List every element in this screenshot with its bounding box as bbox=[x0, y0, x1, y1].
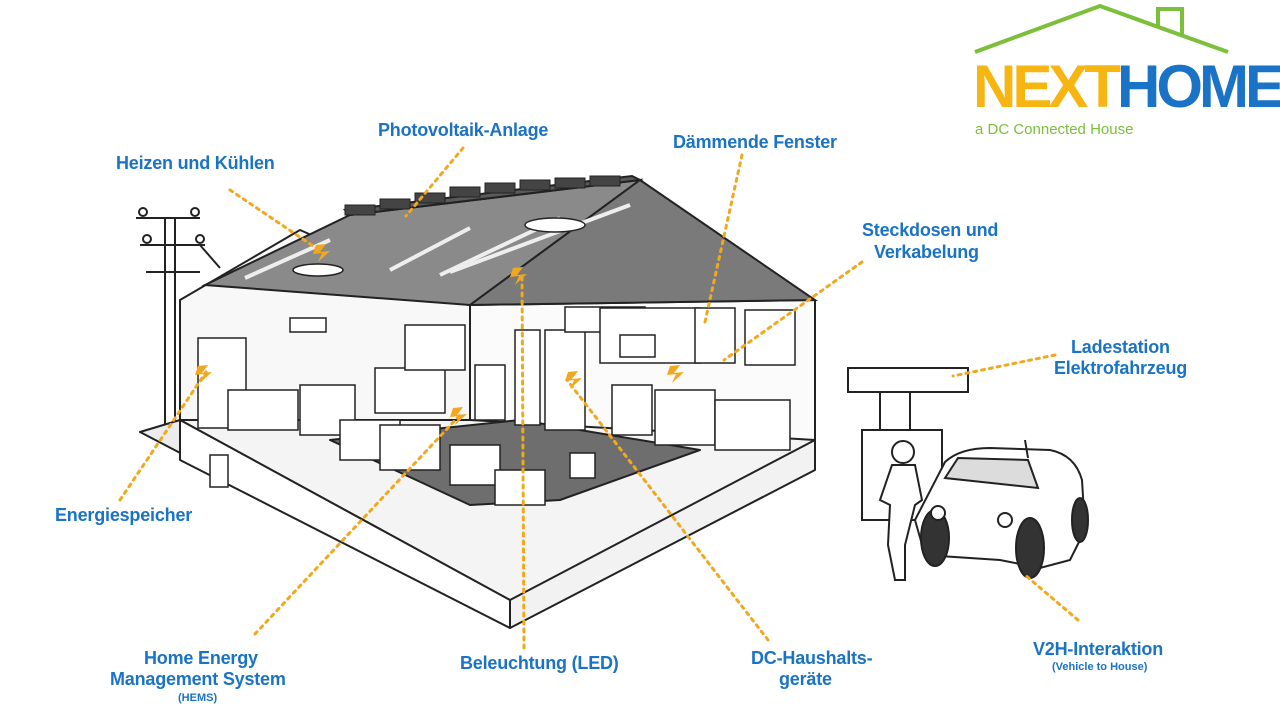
interior-furniture bbox=[197, 217, 796, 506]
logo-tagline: a DC Connected House bbox=[975, 121, 1134, 138]
label-photovoltaik: Photovoltaik-Anlage bbox=[378, 120, 549, 140]
label-hems-sub: (HEMS) bbox=[178, 692, 218, 704]
solar-panels bbox=[344, 175, 621, 216]
logo-home: HOME bbox=[1117, 53, 1280, 120]
label-ladestation-2: Elektrofahrzeug bbox=[1054, 358, 1188, 378]
logo-roof-icon bbox=[974, 3, 1229, 54]
label-hems-2: Management System bbox=[110, 669, 286, 689]
label-hems-1: Home Energy bbox=[144, 648, 258, 668]
label-beleuchtung: Beleuchtung (LED) bbox=[460, 653, 619, 673]
label-energiespeicher: Energiespeicher bbox=[55, 505, 193, 525]
label-ladestation-1: Ladestation bbox=[1071, 337, 1170, 357]
electric-car bbox=[913, 439, 1089, 579]
label-dc-2: geräte bbox=[779, 669, 832, 689]
label-fenster: Dämmende Fenster bbox=[673, 132, 837, 152]
utility-pole-icon bbox=[136, 207, 221, 429]
charging-station bbox=[847, 367, 969, 521]
label-v2h-sub: (Vehicle to House) bbox=[1052, 661, 1148, 673]
label-steckdosen-1: Steckdosen und bbox=[862, 220, 999, 240]
label-steckdosen-2: Verkabelung bbox=[874, 242, 979, 262]
label-v2h: V2H-Interaktion bbox=[1033, 639, 1164, 659]
logo-wordmark: NEXTHOME bbox=[973, 52, 1280, 122]
leader-lines bbox=[118, 146, 1080, 650]
label-dc-1: DC-Haushalts- bbox=[751, 648, 873, 668]
label-heizen: Heizen und Kühlen bbox=[116, 153, 275, 173]
person-figure bbox=[878, 440, 924, 581]
logo-next: NEXT bbox=[973, 53, 1121, 120]
spark-icons bbox=[195, 244, 684, 425]
